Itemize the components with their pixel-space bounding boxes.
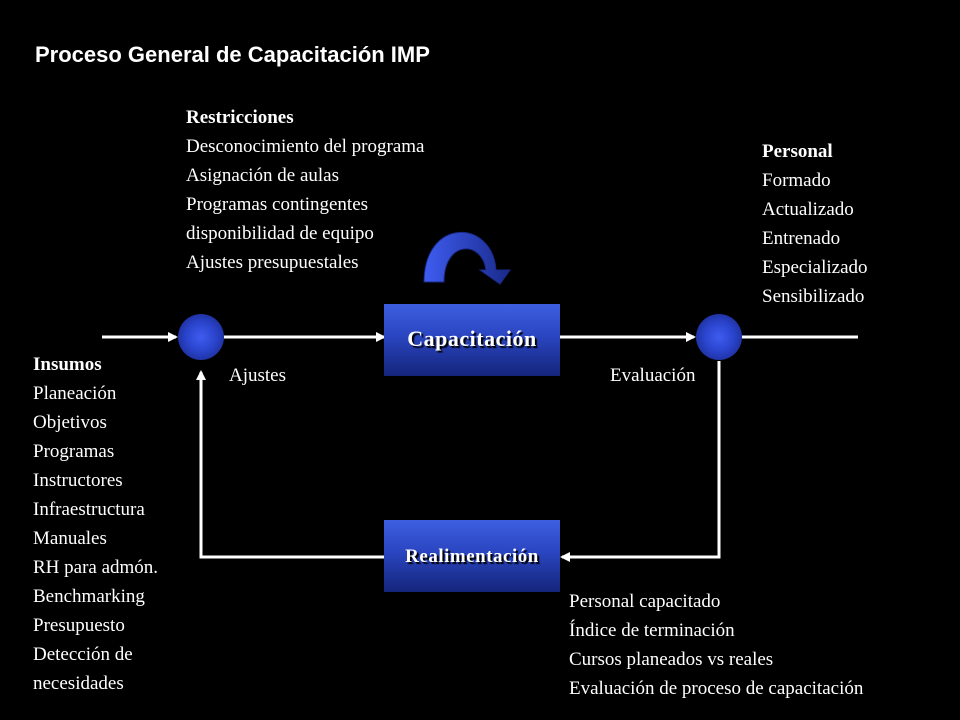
capacitacion-label: Capacitación: [407, 326, 537, 351]
insumos-item: Infraestructura: [33, 499, 145, 520]
feedback-up-line: [196, 370, 384, 559]
personal-item: Formado: [762, 170, 831, 191]
indicadores-block: Personal capacitado Índice de terminació…: [569, 587, 863, 703]
realimentacion-box: Realimentación: [384, 520, 560, 592]
insumos-item: necesidades: [33, 673, 124, 694]
personal-item: Sensibilizado: [762, 286, 865, 307]
ajustes-label: Ajustes: [229, 365, 286, 386]
indicador-item: Índice de terminación: [569, 620, 735, 641]
personal-item: Actualizado: [762, 199, 854, 220]
insumos-item: Detección de: [33, 644, 133, 665]
evaluacion-node: [696, 314, 742, 360]
restricciones-header: Restricciones: [186, 107, 294, 128]
indicador-item: Cursos planeados vs reales: [569, 649, 774, 670]
capacitacion-box: Capacitación: [384, 304, 560, 376]
cycle-arrow-icon: [423, 232, 511, 285]
restricciones-item: Desconocimiento del programa: [186, 136, 425, 157]
personal-header: Personal: [762, 141, 833, 162]
insumos-item: Manuales: [33, 528, 107, 549]
evaluacion-label: Evaluación: [610, 365, 696, 386]
insumos-item: Presupuesto: [33, 615, 125, 636]
personal-block: Personal Formado Actualizado Entrenado E…: [762, 137, 868, 311]
personal-item: Entrenado: [762, 228, 841, 249]
insumos-item: RH para admón.: [33, 557, 159, 578]
insumos-block: Insumos Planeación Objetivos Programas I…: [33, 350, 158, 698]
restricciones-item: Programas contingentes: [186, 194, 369, 215]
restricciones-block: Restricciones Desconocimiento del progra…: [186, 103, 424, 277]
restricciones-item: disponibilidad de equipo: [186, 223, 374, 244]
page-title: Proceso General de Capacitación IMP: [35, 42, 430, 67]
realimentacion-label: Realimentación: [405, 546, 539, 567]
insumos-item: Objetivos: [33, 412, 107, 433]
restricciones-item: Asignación de aulas: [186, 165, 340, 186]
restricciones-item: Ajustes presupuestales: [186, 252, 359, 273]
personal-item: Especializado: [762, 257, 868, 278]
insumos-item: Planeación: [33, 383, 117, 404]
ajustes-node: [178, 314, 224, 360]
indicador-item: Evaluación de proceso de capacitación: [569, 678, 864, 699]
feedback-down-line: [560, 361, 721, 562]
insumos-item: Benchmarking: [33, 586, 145, 607]
insumos-item: Programas: [33, 441, 115, 462]
indicador-item: Personal capacitado: [569, 591, 721, 612]
insumos-header: Insumos: [33, 354, 102, 375]
insumos-item: Instructores: [33, 470, 123, 491]
